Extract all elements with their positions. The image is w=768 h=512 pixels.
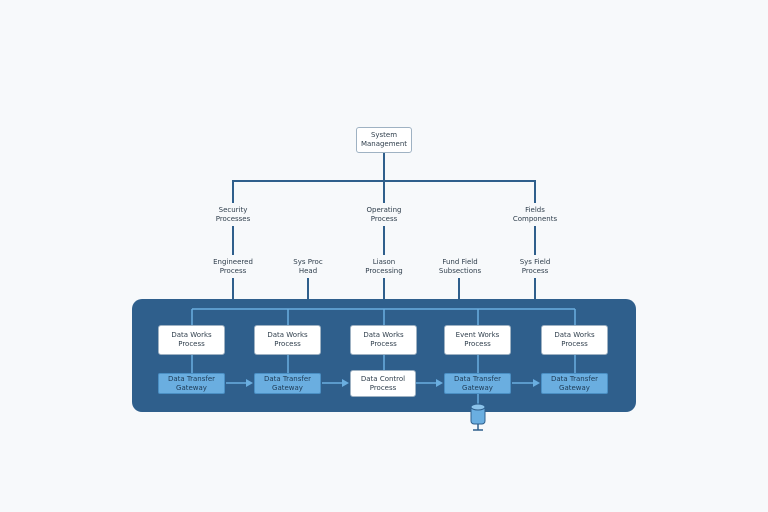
node-label-line2: Process xyxy=(521,266,549,275)
level3-node: Sys Proc Head xyxy=(284,255,332,278)
node-label-line1: Operating xyxy=(366,205,402,214)
node-label-line2: Process xyxy=(274,340,301,348)
node-label-line1: Data Works xyxy=(554,331,595,339)
node-label-line1: Data Transfer xyxy=(167,374,216,383)
node-label-line2: Gateway xyxy=(176,383,207,392)
node-label-line1: Fields xyxy=(525,205,545,214)
node-label-line2: Process xyxy=(561,340,588,348)
gateway-box: Data Transfer Gateway xyxy=(444,373,511,394)
gateway-box: Data Transfer Gateway xyxy=(541,373,608,394)
level2-node: Fields Components xyxy=(505,203,565,226)
node-label-line1: Data Transfer xyxy=(453,374,502,383)
node-label-line2: Processing xyxy=(365,266,403,275)
node-label-line2: Gateway xyxy=(559,383,590,392)
node-label-line2: Processes xyxy=(215,214,251,223)
level2-node: Security Processes xyxy=(205,203,261,226)
level2-node: Operating Process xyxy=(356,203,412,226)
process-card: Data Works Process xyxy=(254,325,321,355)
node-label-line1: Security xyxy=(218,205,248,214)
root-node: System Management xyxy=(356,127,412,153)
node-label-line2: Process xyxy=(370,340,397,348)
node-label-line1: Liason xyxy=(372,257,396,266)
level3-node: Sys Field Process xyxy=(510,255,560,278)
node-label-line2: Process xyxy=(464,340,491,348)
process-card: Data Works Process xyxy=(158,325,225,355)
gateway-box: Data Transfer Gateway xyxy=(254,373,321,394)
node-label-line2: Process xyxy=(178,340,205,348)
database-icon xyxy=(470,403,486,431)
node-label-line2: Process xyxy=(369,383,397,392)
node-label-line1: Sys Field xyxy=(519,257,551,266)
node-label-line1: Data Works xyxy=(363,331,404,339)
node-label-line1: Sys Proc xyxy=(293,257,323,266)
node-label-line1: Data Works xyxy=(267,331,308,339)
node-label-line1: Fund Field xyxy=(442,257,478,266)
level3-node: Liason Processing xyxy=(358,255,410,278)
node-label-line1: System xyxy=(370,131,398,139)
node-label-line1: Data Control xyxy=(360,374,406,383)
control-box: Data Control Process xyxy=(350,370,416,397)
node-label-line1: Engineered xyxy=(213,257,253,266)
process-card: Event Works Process xyxy=(444,325,511,355)
node-label-line2: Components xyxy=(512,214,558,223)
node-label-line1: Data Transfer xyxy=(550,374,599,383)
level3-node: Fund Field Subsections xyxy=(432,255,488,278)
level3-node: Engineered Process xyxy=(207,255,259,278)
node-label-line2: Process xyxy=(219,266,247,275)
node-label-line2: Process xyxy=(370,214,398,223)
node-label-line2: Gateway xyxy=(272,383,303,392)
process-card: Data Works Process xyxy=(541,325,608,355)
node-label-line1: Event Works xyxy=(455,331,500,339)
process-card: Data Works Process xyxy=(350,325,417,355)
node-label-line2: Subsections xyxy=(438,266,482,275)
node-label-line2: Management xyxy=(360,140,408,148)
gateway-box: Data Transfer Gateway xyxy=(158,373,225,394)
node-label-line2: Gateway xyxy=(462,383,493,392)
node-label-line1: Data Works xyxy=(171,331,212,339)
node-label-line1: Data Transfer xyxy=(263,374,312,383)
node-label-line2: Head xyxy=(298,266,318,275)
